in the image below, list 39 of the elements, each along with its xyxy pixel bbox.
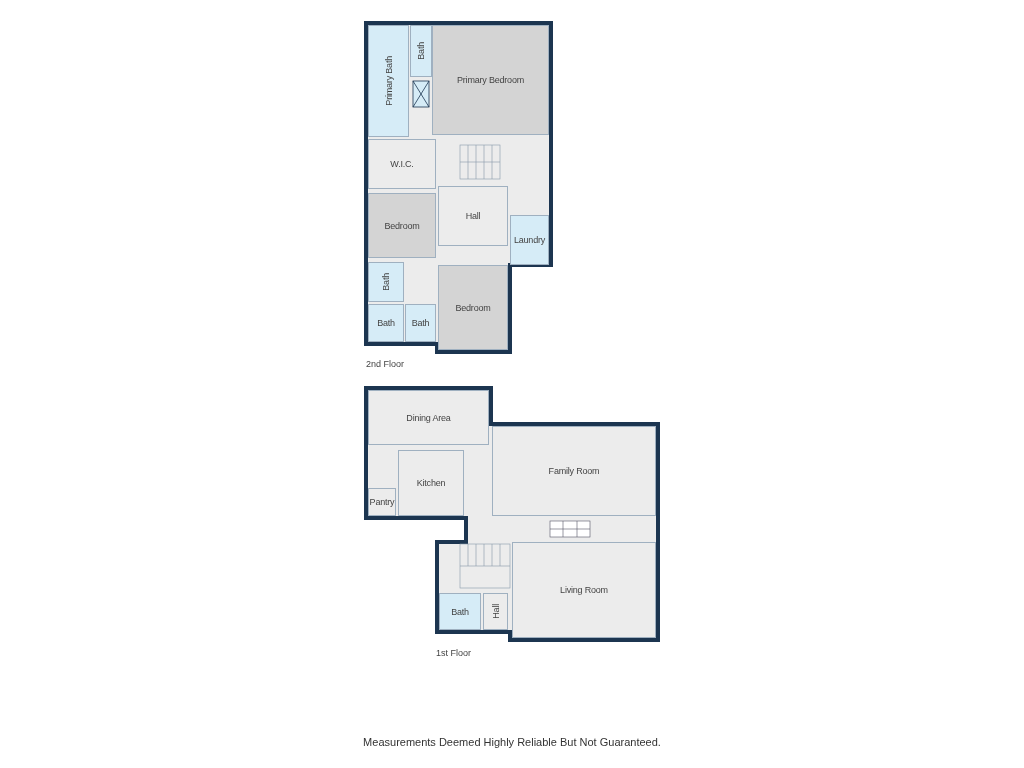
room-name: W.I.C.: [390, 159, 414, 169]
bathroom: [439, 593, 481, 630]
bedroom: [438, 265, 508, 350]
bathroom: [368, 25, 409, 137]
room-name: Bath: [411, 318, 430, 328]
room-name: Kitchen: [416, 478, 446, 488]
bathroom: [405, 304, 436, 342]
closet: [483, 593, 508, 630]
room-name: Bedroom: [455, 302, 491, 313]
room-name: Family Room: [548, 466, 600, 476]
family-room: [492, 426, 656, 516]
room-name: Bath: [381, 273, 391, 291]
bathroom: [410, 25, 432, 77]
bedroom: [368, 193, 436, 258]
room-name: Bedroom: [384, 220, 420, 231]
room-name: Laundry: [513, 235, 546, 245]
bathroom: [368, 304, 404, 342]
floor-label: 2nd Floor: [366, 359, 405, 369]
kitchen: [398, 450, 464, 516]
caption: Measurements Deemed Highly Reliable But Not Guaranteed.: [362, 736, 662, 748]
room-name: Bath: [451, 606, 469, 617]
room-name: Dining Area: [406, 412, 451, 423]
room-name: Primary Bath: [383, 56, 394, 106]
room-name: Bath: [416, 42, 426, 60]
hallway: [438, 186, 508, 246]
pantry: [368, 488, 396, 516]
dining-area: [368, 390, 489, 445]
room-name: Hall: [490, 604, 501, 619]
room-name: Living Room: [560, 585, 608, 595]
room-name: Hall: [465, 211, 481, 221]
living-room: [512, 542, 656, 638]
room-name: Bath: [377, 318, 395, 328]
bedroom: [432, 25, 549, 135]
bathroom: [368, 262, 404, 302]
laundry-room: [510, 215, 549, 265]
closet: [368, 139, 436, 189]
room-name: Primary Bedroom: [457, 75, 524, 85]
floor-label: 1st Floor: [436, 648, 471, 658]
room-name: Pantry: [369, 497, 395, 507]
